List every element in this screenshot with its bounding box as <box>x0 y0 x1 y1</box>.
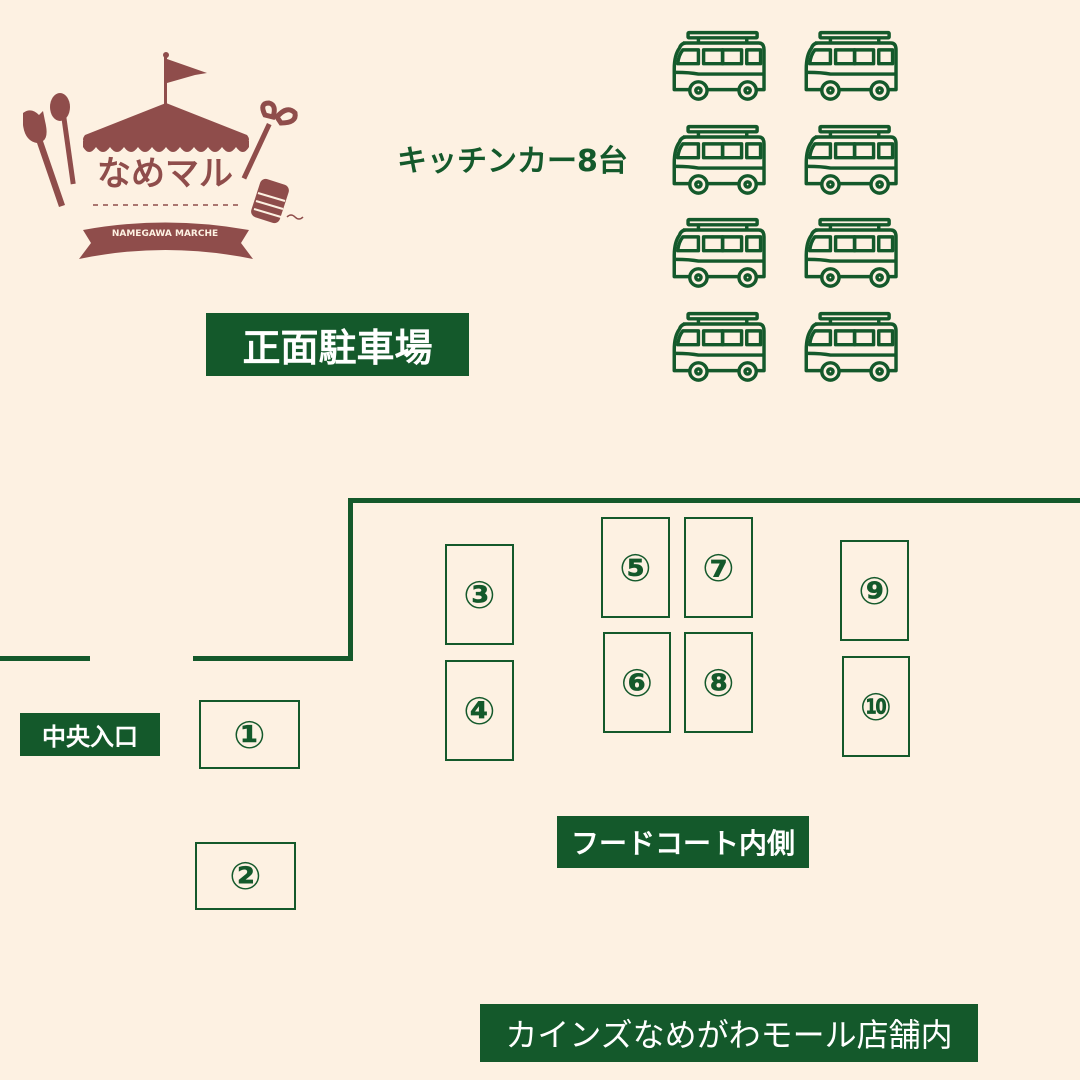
wall <box>348 498 1080 503</box>
wall <box>348 500 353 661</box>
kitchen-car-icon <box>794 118 910 200</box>
booth-3[interactable]: ③ <box>445 544 514 645</box>
booth-5[interactable]: ⑤ <box>601 517 670 618</box>
kitchen-car-label: キッチンカー8台 <box>397 144 628 179</box>
food-court-inside-label: フードコート内側 <box>557 816 809 868</box>
kitchen-car-icon <box>662 24 778 106</box>
logo-title: なめマル <box>97 154 233 194</box>
booth-2[interactable]: ② <box>195 842 296 910</box>
booth-8[interactable]: ⑧ <box>684 632 753 733</box>
wall <box>0 656 90 661</box>
kitchen-car-icon <box>794 24 910 106</box>
kitchen-car-icon <box>662 211 778 293</box>
booth-9[interactable]: ⑨ <box>840 540 909 641</box>
kitchen-car-icon <box>662 305 778 387</box>
central-entrance-label: 中央入口 <box>20 713 160 756</box>
booth-1[interactable]: ① <box>199 700 300 769</box>
booth-10[interactable]: ⑩ <box>842 656 910 757</box>
front-parking-label: 正面駐車場 <box>206 313 469 376</box>
kitchen-car-icon <box>662 118 778 200</box>
logo-subtitle: NAMEGAWA MARCHE <box>112 229 218 239</box>
wall <box>193 656 353 661</box>
booth-6[interactable]: ⑥ <box>603 632 671 733</box>
kitchen-car-icon <box>794 211 910 293</box>
kitchen-car-icon <box>794 305 910 387</box>
booth-7[interactable]: ⑦ <box>684 517 753 618</box>
booth-4[interactable]: ④ <box>445 660 514 761</box>
namegawa-marche-logo: なめマル NAMEGAWA MARCHE <box>15 45 315 270</box>
store-inside-label: カインズなめがわモール店舗内 <box>480 1004 978 1062</box>
